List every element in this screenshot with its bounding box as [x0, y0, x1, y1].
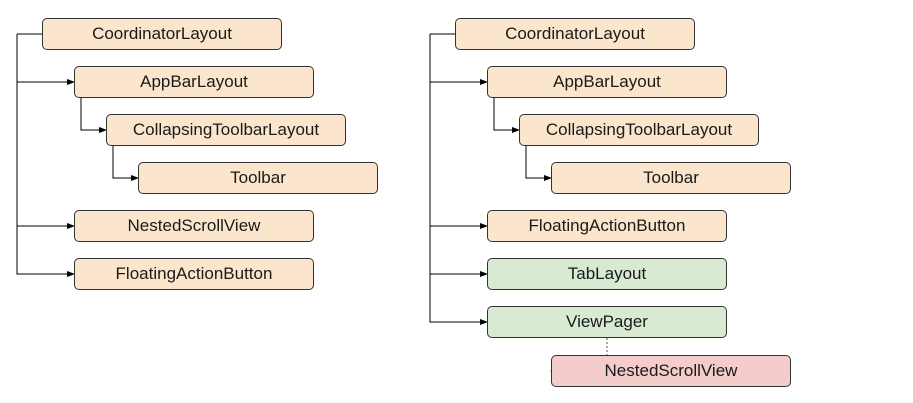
- node-left-fab: FloatingActionButton: [74, 258, 314, 290]
- node-right-toolbar: Toolbar: [551, 162, 791, 194]
- node-right-fab: FloatingActionButton: [487, 210, 727, 242]
- node-left-coordinator: CoordinatorLayout: [42, 18, 282, 50]
- node-label: FloatingActionButton: [115, 264, 273, 283]
- edge-left-coordinator-to-nestedscroll: [16, 34, 75, 229]
- node-left-nestedscroll: NestedScrollView: [74, 210, 314, 242]
- edge-right-coordinator-to-viewpager: [429, 34, 488, 325]
- node-right-tablayout: TabLayout: [487, 258, 727, 290]
- node-right-nestedscroll: NestedScrollView: [551, 355, 791, 387]
- node-label: FloatingActionButton: [528, 216, 686, 235]
- node-label: AppBarLayout: [553, 72, 661, 91]
- node-left-collapsing: CollapsingToolbarLayout: [106, 114, 346, 146]
- node-left-appbar: AppBarLayout: [74, 66, 314, 98]
- node-label: NestedScrollView: [604, 361, 738, 380]
- node-label: CollapsingToolbarLayout: [132, 120, 320, 139]
- node-label: TabLayout: [567, 264, 647, 283]
- node-label: CollapsingToolbarLayout: [545, 120, 733, 139]
- node-label: NestedScrollView: [127, 216, 261, 235]
- node-label: AppBarLayout: [140, 72, 248, 91]
- node-right-collapsing: CollapsingToolbarLayout: [519, 114, 759, 146]
- node-right-viewpager: ViewPager: [487, 306, 727, 338]
- edge-right-collapsing-to-toolbar: [525, 146, 552, 181]
- node-label: ViewPager: [566, 312, 648, 331]
- node-label: Toolbar: [643, 168, 699, 187]
- edge-left-coordinator-to-fab: [16, 34, 75, 277]
- edge-right-coordinator-to-fab: [429, 34, 488, 229]
- edge-left-collapsing-to-toolbar: [112, 146, 139, 181]
- node-label: Toolbar: [230, 168, 286, 187]
- node-right-coordinator: CoordinatorLayout: [455, 18, 695, 50]
- node-left-toolbar: Toolbar: [138, 162, 378, 194]
- edge-left-appbar-to-collapsing: [80, 98, 107, 133]
- node-right-appbar: AppBarLayout: [487, 66, 727, 98]
- edge-right-appbar-to-collapsing: [493, 98, 520, 133]
- node-label: CoordinatorLayout: [92, 24, 232, 43]
- node-label: CoordinatorLayout: [505, 24, 645, 43]
- edge-right-coordinator-to-tablayout: [429, 34, 488, 277]
